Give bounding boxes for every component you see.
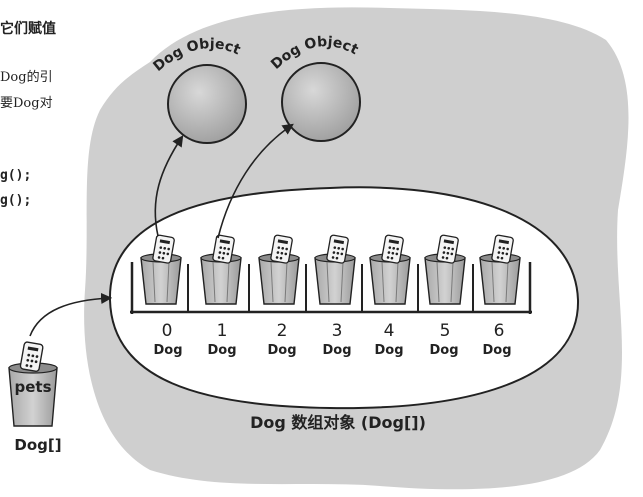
slot-index-2: 2 [277,321,288,341]
slot-type-0: Dog [153,343,182,358]
slot-type-5: Dog [429,343,458,358]
reference-arrow-slot0 [154,135,184,237]
text-line-3: 要Dog对 [0,96,53,111]
slot-type-3: Dog [322,343,351,358]
slot-type-2: Dog [267,343,296,358]
slot-index-4: 4 [384,321,395,341]
code-line-1: g(); [0,168,32,183]
text-line-2: Dog的引 [0,70,53,85]
slot-type-1: Dog [207,343,236,358]
slot-index-3: 3 [332,321,343,341]
slot-type-4: Dog [374,343,403,358]
slot-index-6: 6 [494,321,505,341]
array-caption: Dog 数组对象 (Dog[]) [250,413,426,432]
code-line-2: g(); [0,193,32,208]
pets-variable [8,340,58,427]
slot-type-6: Dog [482,343,511,358]
slot-index-5: 5 [440,321,451,341]
pets-variable-type: Dog[] [14,436,61,454]
reference-arrow-pets [29,292,113,337]
slot-index-1: 1 [217,321,228,341]
slot-index-0: 0 [162,321,173,341]
pets-variable-name: pets [14,378,51,396]
text-line-1: 它们赋值 [0,21,56,37]
reference-arrow-slot1 [217,123,294,239]
